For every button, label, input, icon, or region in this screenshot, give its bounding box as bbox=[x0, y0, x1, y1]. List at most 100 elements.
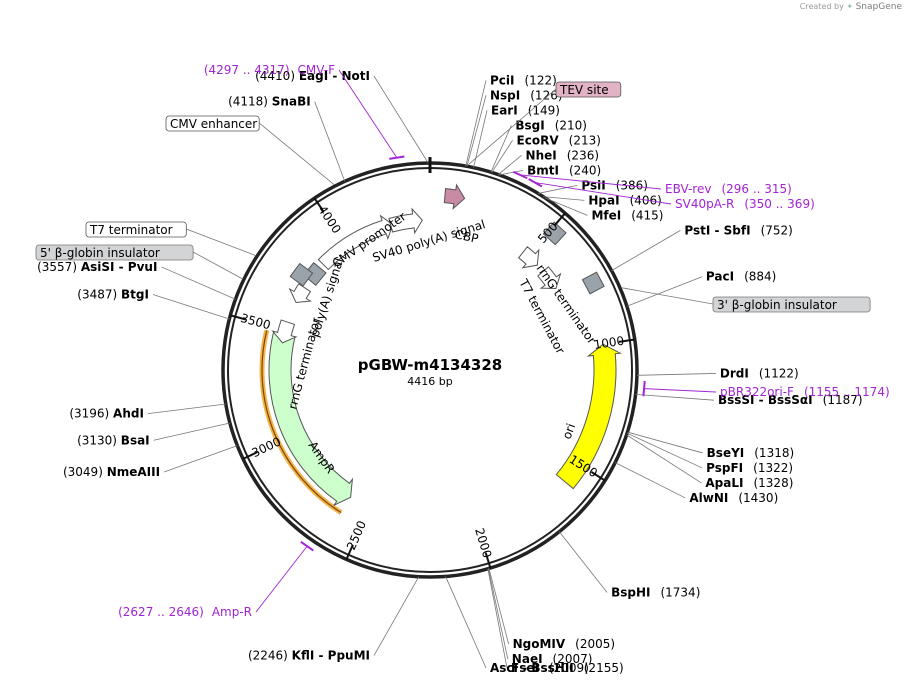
restriction-site-label[interactable]: BseYI (1318) bbox=[707, 446, 795, 460]
site-coordinate: (126) bbox=[530, 88, 562, 102]
box-leader-line bbox=[468, 88, 557, 165]
primer-label[interactable]: SV40pA-R(350 .. 369) bbox=[675, 197, 815, 211]
site-coordinate: (3557) bbox=[37, 260, 81, 274]
site-name: EarI bbox=[491, 103, 518, 117]
primer-name: Amp-R bbox=[212, 605, 252, 619]
restriction-site-label[interactable]: (4118) SnaBI bbox=[228, 95, 311, 109]
restriction-site-label[interactable]: ApaLI(1328) bbox=[705, 476, 793, 490]
primer-range: (1155 .. 1174) bbox=[804, 385, 890, 399]
feature-label-cbp: CBP bbox=[453, 227, 479, 246]
restriction-site-label[interactable]: PstI - SbfI(752) bbox=[684, 223, 792, 237]
site-name: NmeAIII bbox=[107, 465, 160, 479]
feature-arrow-sv40-poly-a-signal[interactable] bbox=[388, 207, 423, 235]
primer-label[interactable]: (4297 .. 4317)CMV-F bbox=[204, 63, 335, 77]
site-leader-line bbox=[491, 140, 513, 173]
site-leader-line bbox=[465, 80, 487, 167]
feature-arrow-rrng-terminator[interactable] bbox=[517, 246, 540, 269]
feature-arrow-rrng-terminator[interactable] bbox=[271, 319, 298, 344]
primer-label[interactable]: pBR322ori-F(1155 .. 1174) bbox=[720, 385, 890, 399]
restriction-site-label[interactable]: NspI (126) bbox=[490, 88, 563, 102]
restriction-site-label[interactable]: MfeI(415) bbox=[591, 208, 663, 222]
tick-label: 4000 bbox=[315, 203, 344, 236]
primer-label[interactable]: EBV-rev(296 .. 315) bbox=[665, 182, 792, 196]
site-leader-line bbox=[161, 266, 236, 300]
restriction-site-label[interactable]: (2246) KflI - PpuMI bbox=[248, 649, 370, 663]
tick-mark bbox=[618, 338, 635, 343]
feature-arrow-cbp[interactable] bbox=[443, 183, 466, 210]
primer-label[interactable]: (2627 .. 2646)Amp-R bbox=[118, 605, 252, 619]
site-coordinate: (1322) bbox=[753, 461, 793, 475]
restriction-site-label[interactable]: (4410) EagI - NotI bbox=[255, 69, 370, 83]
box-leader-line bbox=[258, 122, 335, 185]
credit-prefix: Created by bbox=[799, 2, 844, 11]
feature-label-ori: ori bbox=[560, 422, 578, 441]
restriction-site-label[interactable]: DrdI (1122) bbox=[720, 366, 799, 380]
box-leader-line bbox=[622, 287, 714, 305]
restriction-site-label[interactable]: BssSI - BssSαI(1187) bbox=[718, 393, 863, 407]
boxed-label-text[interactable]: CMV enhancer bbox=[170, 117, 257, 131]
restriction-site-label[interactable]: NaeI(2007) bbox=[512, 652, 593, 666]
site-name: FseI bbox=[511, 661, 539, 675]
site-coordinate: (2009) bbox=[549, 661, 589, 675]
boxed-label-text[interactable]: TEV site bbox=[559, 83, 609, 97]
feature-arrow-poly-a-signal[interactable] bbox=[288, 283, 313, 304]
site-name: BtgI bbox=[121, 288, 149, 302]
restriction-site-label[interactable]: AscI - BssHII(2155) bbox=[490, 661, 624, 675]
primer-range: (4297 .. 4317) bbox=[204, 63, 290, 77]
site-coordinate: (1318) bbox=[754, 446, 794, 460]
restriction-site-label[interactable]: (3557) AsiSI - PvuI bbox=[37, 260, 157, 274]
site-name: BseYI bbox=[707, 446, 745, 460]
primer-leader-line bbox=[644, 388, 717, 393]
site-name: NspI bbox=[490, 88, 520, 102]
site-coordinate: (236) bbox=[567, 148, 599, 162]
restriction-site-label[interactable]: AlwNI(1430) bbox=[689, 491, 778, 505]
site-coordinate: (1734) bbox=[660, 586, 700, 600]
boxed-label-text[interactable]: T7 terminator bbox=[89, 223, 173, 237]
site-coordinate: (149) bbox=[528, 103, 560, 117]
site-leader-line bbox=[499, 169, 524, 176]
boxed-label-frame bbox=[712, 296, 871, 313]
site-coordinate: (415) bbox=[631, 208, 663, 222]
site-leader-line bbox=[487, 568, 508, 669]
site-name: DrdI bbox=[720, 366, 749, 380]
primer-layer: (4297 .. 4317)CMV-F EBV-rev(296 .. 315)SV… bbox=[118, 63, 890, 619]
restriction-site-label[interactable]: (3196) AhdI bbox=[69, 407, 144, 421]
site-name: ApaLI bbox=[705, 476, 743, 490]
feature-arrow-t7-terminator[interactable] bbox=[537, 266, 562, 289]
site-name: BssSI - BssSαI bbox=[718, 393, 813, 407]
feature-arrow-ampr[interactable] bbox=[268, 331, 354, 506]
restriction-site-label[interactable]: HpaI(406) bbox=[588, 193, 661, 207]
site-name: AscI - BssHII bbox=[490, 661, 574, 675]
restriction-site-label[interactable]: NgoMIV(2005) bbox=[513, 637, 615, 651]
site-coordinate: (4410) bbox=[255, 69, 299, 83]
primer-name: EBV-rev bbox=[665, 182, 711, 196]
restriction-site-label[interactable]: PacI(884) bbox=[706, 270, 776, 284]
restriction-site-label[interactable]: (3487) BtgI bbox=[77, 288, 149, 302]
restriction-site-label[interactable]: BmtI (240) bbox=[527, 163, 601, 177]
feature-arrow-ori[interactable] bbox=[555, 343, 623, 490]
tick-label: 3000 bbox=[250, 434, 284, 460]
site-coordinate: (122) bbox=[525, 73, 557, 87]
restriction-site-label[interactable]: EcoRV(213) bbox=[517, 133, 601, 147]
restriction-site-label[interactable]: FseI (2009) bbox=[511, 661, 589, 675]
restriction-site-label[interactable]: BspHI(1734) bbox=[611, 586, 700, 600]
site-name: BmtI bbox=[527, 163, 559, 177]
site-leader-line bbox=[543, 196, 585, 201]
tick-label: 3500 bbox=[239, 311, 272, 333]
restriction-site-label[interactable]: PsiI(386) bbox=[581, 178, 648, 192]
restriction-site-label[interactable]: PciI(122) bbox=[490, 73, 557, 87]
restriction-site-label[interactable]: (3049) NmeAIII bbox=[63, 465, 160, 479]
site-name: PstI - SbfI bbox=[684, 223, 750, 237]
restriction-site-label[interactable]: BsgI(210) bbox=[515, 118, 587, 132]
site-coordinate: (1122) bbox=[759, 366, 799, 380]
restriction-site-label[interactable]: PspFI (1322) bbox=[706, 461, 793, 475]
site-name: PspFI bbox=[706, 461, 743, 475]
site-name: AhdI bbox=[113, 407, 144, 421]
site-name: EagI - NotI bbox=[299, 69, 370, 83]
restriction-site-label[interactable]: (3130) BsaI bbox=[77, 433, 150, 447]
restriction-site-label[interactable]: NheI(236) bbox=[526, 148, 599, 162]
boxed-label-text[interactable]: 3' β-globin insulator bbox=[717, 298, 837, 312]
site-name: KflI - PpuMI bbox=[292, 649, 370, 663]
boxed-label-text[interactable]: 5' β-globin insulator bbox=[40, 246, 160, 260]
site-coordinate: (240) bbox=[569, 163, 601, 177]
